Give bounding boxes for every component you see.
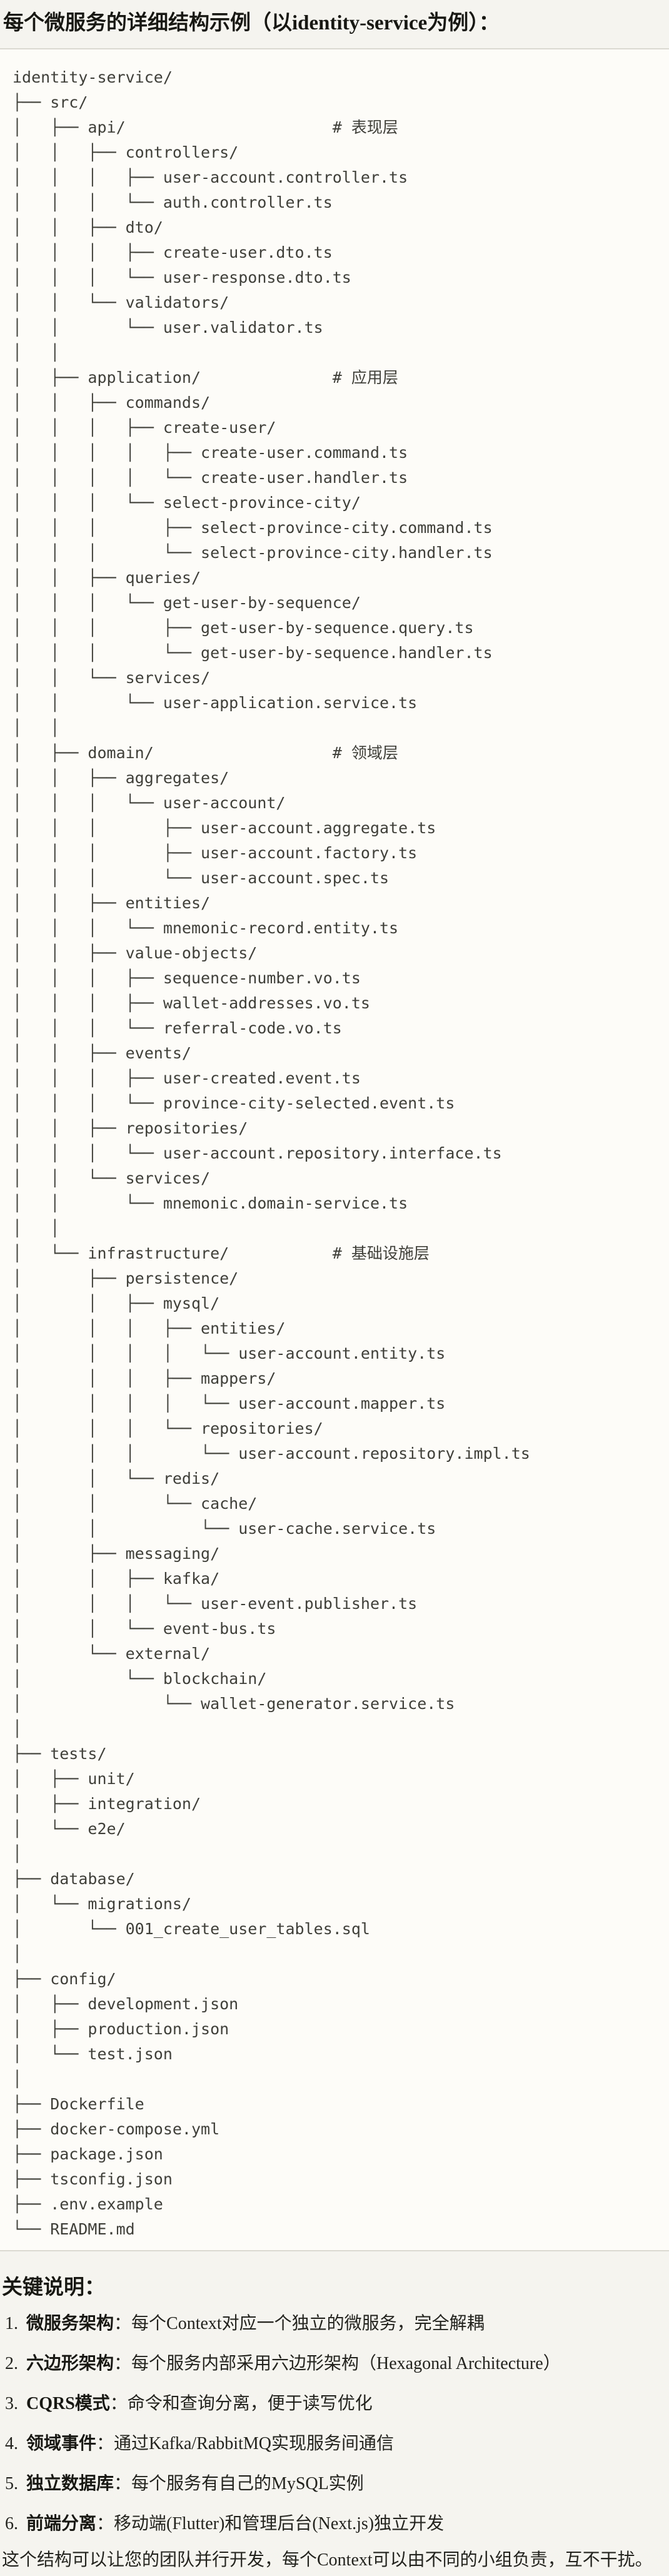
notes-heading: 关键说明： bbox=[2, 2276, 105, 2299]
note-number: 1. bbox=[5, 2314, 18, 2333]
note-term: CQRS模式 bbox=[26, 2394, 110, 2413]
note-item-domain-events: 4. 领域事件：通过Kafka/RabbitMQ实现服务间通信 bbox=[0, 2432, 669, 2456]
note-term: 前端分离 bbox=[26, 2514, 97, 2533]
note-number: 6. bbox=[5, 2514, 18, 2533]
note-number: 3. bbox=[5, 2394, 18, 2413]
note-description: ：通过Kafka/RabbitMQ实现服务间通信 bbox=[96, 2434, 394, 2453]
note-description: ：每个服务有自己的MySQL实例 bbox=[114, 2474, 364, 2493]
note-item-frontend: 6. 前端分离：移动端(Flutter)和管理后台(Next.js)独立开发 bbox=[0, 2512, 669, 2536]
note-description: ：每个服务内部采用六边形架构（Hexagonal Architecture） bbox=[114, 2354, 561, 2373]
note-description: ：移动端(Flutter)和管理后台(Next.js)独立开发 bbox=[96, 2514, 445, 2533]
note-description: ：命令和查询分离，便于读写优化 bbox=[109, 2394, 373, 2413]
note-term: 微服务架构 bbox=[26, 2314, 114, 2333]
note-item-hexagonal: 2. 六边形架构：每个服务内部采用六边形架构（Hexagonal Architec… bbox=[0, 2352, 669, 2376]
closing-paragraph: 这个结构可以让您的团队并行开发，每个Context可以由不同的小组负责，互不干扰… bbox=[2, 2550, 653, 2570]
note-term: 领域事件 bbox=[26, 2434, 97, 2453]
note-number: 5. bbox=[5, 2474, 18, 2493]
code-block: identity-service/ ├── src/ │ ├── api/ # … bbox=[0, 48, 669, 2251]
note-term: 独立数据库 bbox=[26, 2474, 114, 2493]
file-tree: identity-service/ ├── src/ │ ├── api/ # … bbox=[13, 68, 530, 2238]
note-item-database: 5. 独立数据库：每个服务有自己的MySQL实例 bbox=[0, 2472, 669, 2496]
note-number: 4. bbox=[5, 2434, 18, 2453]
note-term: 六边形架构 bbox=[26, 2354, 114, 2373]
note-description: ：每个Context对应一个独立的微服务，完全解耦 bbox=[114, 2314, 485, 2333]
note-item-microservice: 1. 微服务架构：每个Context对应一个独立的微服务，完全解耦 bbox=[0, 2312, 669, 2336]
note-number: 2. bbox=[5, 2354, 18, 2373]
notes-list: 1. 微服务架构：每个Context对应一个独立的微服务，完全解耦 2. 六边形架构… bbox=[0, 2312, 669, 2536]
note-item-cqrs: 3. CQRS模式：命令和查询分离，便于读写优化 bbox=[0, 2392, 669, 2416]
page-title: 每个微服务的详细结构示例（以identity-service为例）： bbox=[3, 12, 500, 34]
